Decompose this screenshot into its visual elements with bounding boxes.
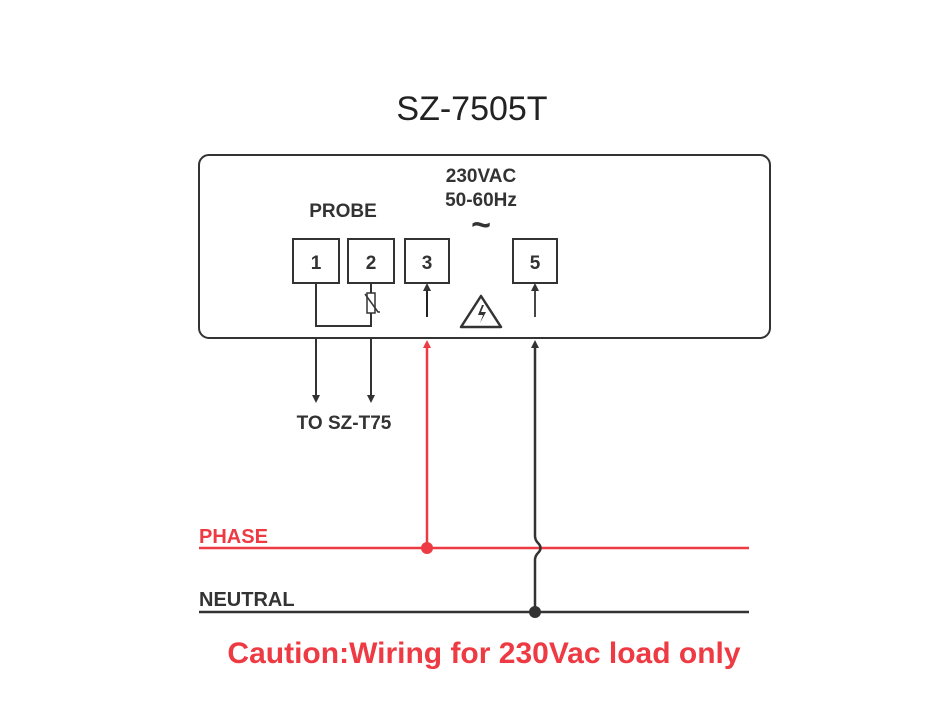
- controller-body: [198, 154, 771, 339]
- caution-text: Caution:Wiring for 230Vac load only: [227, 637, 740, 670]
- terminal-5: 5: [512, 238, 558, 284]
- svg-text:3: 3: [422, 253, 433, 274]
- neutral-wire-to-terminal-5: [531, 340, 542, 612]
- neutral-label: NEUTRAL: [199, 589, 295, 611]
- svg-text:2: 2: [366, 253, 377, 274]
- phase-label: PHASE: [199, 526, 268, 548]
- svg-text:1: 1: [311, 253, 322, 274]
- diagram-title: SZ-7505T: [396, 90, 547, 128]
- terminal-3: 3: [404, 238, 450, 284]
- probe-label: PROBE: [309, 201, 377, 222]
- high-voltage-warning-icon: [459, 294, 503, 329]
- probe-loop-wire: [315, 283, 372, 327]
- phase-junction: [421, 542, 433, 554]
- terminal-2: 2: [347, 238, 395, 284]
- ac-symbol: ~: [471, 206, 491, 244]
- thermistor-icon: [364, 292, 380, 314]
- svg-text:5: 5: [530, 253, 541, 274]
- supply-voltage: 230VAC: [446, 166, 517, 187]
- terminal-1: 1: [292, 238, 340, 284]
- supply-frequency: 50-60Hz: [445, 190, 517, 211]
- neutral-junction: [529, 606, 541, 618]
- probe-destination-label: TO SZ-T75: [297, 413, 392, 434]
